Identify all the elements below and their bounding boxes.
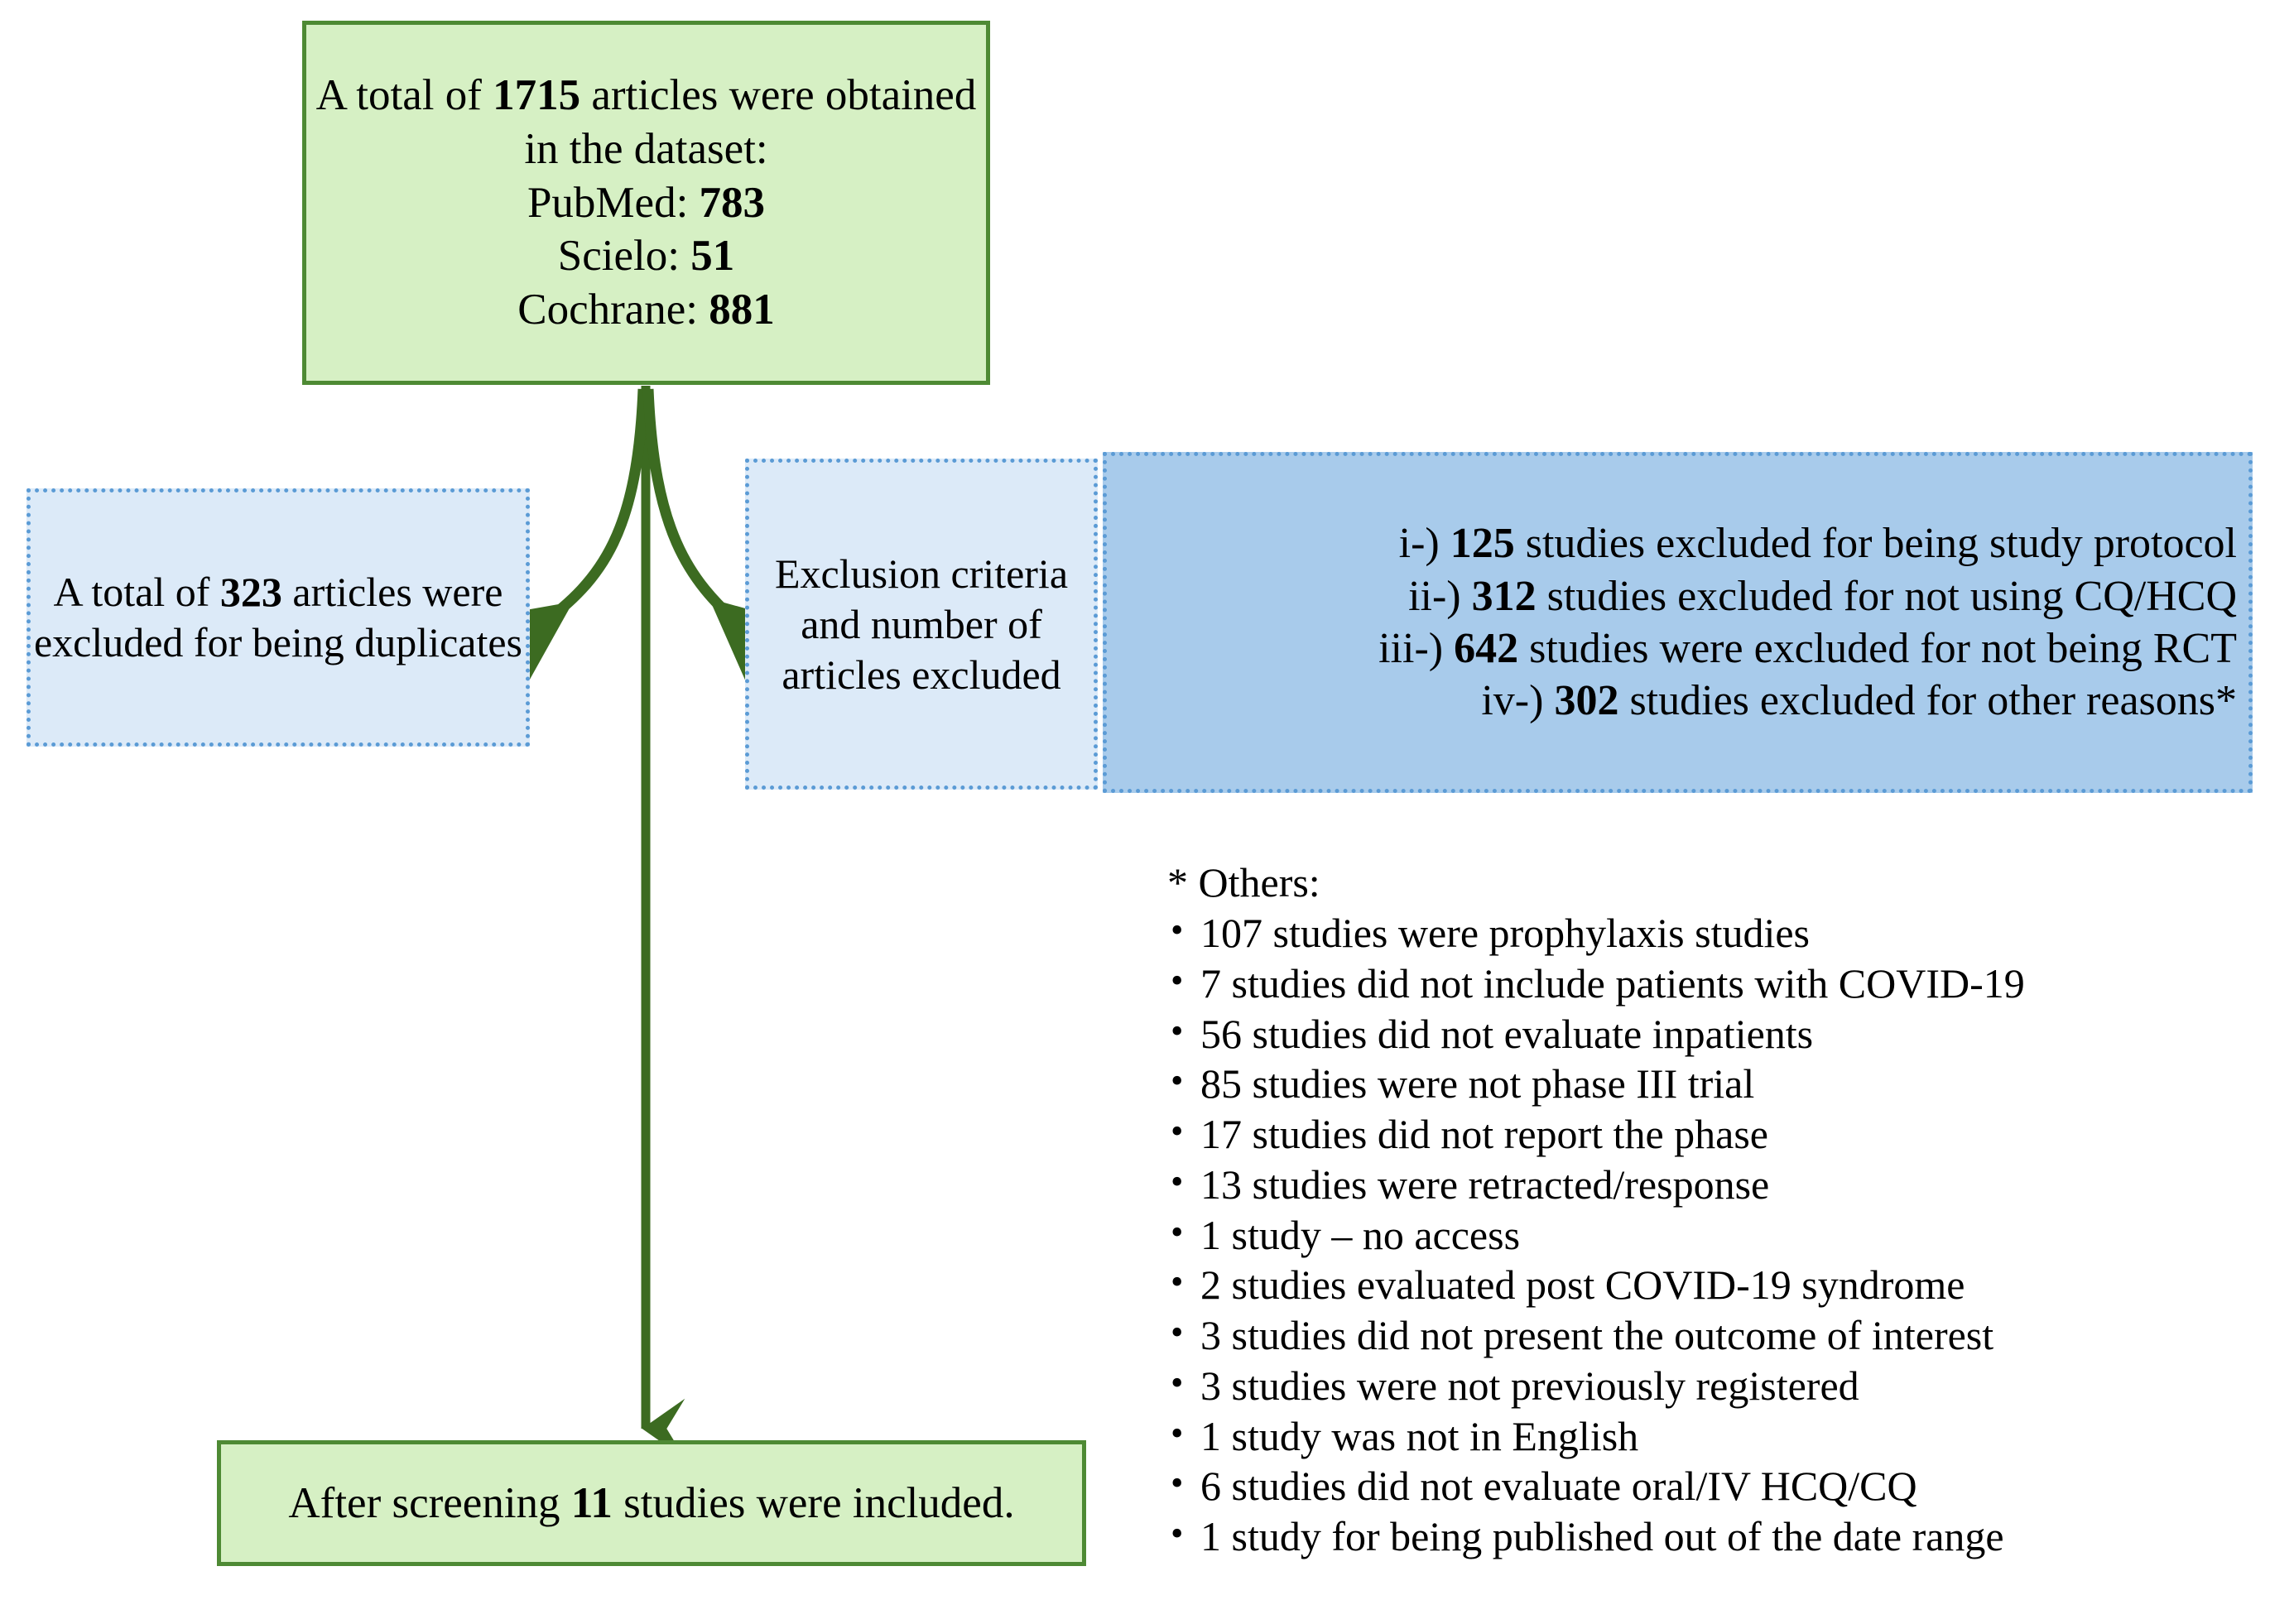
- list-item: 3 studies did not present the outcome of…: [1167, 1310, 2260, 1361]
- source-articles-text: A total of 1715 articles were obtained i…: [315, 71, 977, 334]
- list-item: 6 studies did not evaluate oral/IV HCQ/C…: [1167, 1461, 2260, 1511]
- duplicates-excluded-text: A total of 323 articles were excluded fo…: [33, 569, 523, 665]
- included-studies-box: After screening 11 studies were included…: [217, 1440, 1086, 1566]
- exclusion-reasons-text: i-) 125 studies excluded for being study…: [1378, 520, 2237, 725]
- list-item: 1 study for being published out of the d…: [1167, 1511, 2260, 1562]
- list-item: 56 studies did not evaluate inpatients: [1167, 1009, 2260, 1059]
- list-item: 85 studies were not phase III trial: [1167, 1059, 2260, 1109]
- duplicates-excluded-box: A total of 323 articles were excluded fo…: [26, 488, 530, 747]
- list-item: 107 studies were prophylaxis studies: [1167, 908, 2260, 959]
- source-articles-box: A total of 1715 articles were obtained i…: [302, 21, 990, 385]
- arrow-branch-right: [642, 388, 801, 686]
- list-item: 7 studies did not include patients with …: [1167, 959, 2260, 1009]
- others-footnote-list: 107 studies were prophylaxis studies 7 s…: [1167, 908, 2260, 1562]
- list-item: 17 studies did not report the phase: [1167, 1109, 2260, 1160]
- list-item: 3 studies were not previously registered: [1167, 1361, 2260, 1411]
- list-item: 13 studies were retracted/response: [1167, 1160, 2260, 1210]
- arrow-branch-left: [479, 388, 649, 685]
- list-item: 1 study was not in English: [1167, 1411, 2260, 1462]
- others-footnote-block: * Others: 107 studies were prophylaxis s…: [1167, 859, 2260, 1562]
- exclusion-criteria-label-text: Exclusion criteria and number of article…: [774, 550, 1069, 698]
- others-footnote-title: * Others:: [1167, 859, 1320, 906]
- included-studies-text: After screening 11 studies were included…: [288, 1478, 1015, 1527]
- exclusion-criteria-label-box: Exclusion criteria and number of article…: [745, 459, 1098, 790]
- list-item: 1 study – no access: [1167, 1210, 2260, 1261]
- list-item: 2 studies evaluated post COVID-19 syndro…: [1167, 1260, 2260, 1310]
- exclusion-reasons-box: i-) 125 studies excluded for being study…: [1103, 452, 2253, 793]
